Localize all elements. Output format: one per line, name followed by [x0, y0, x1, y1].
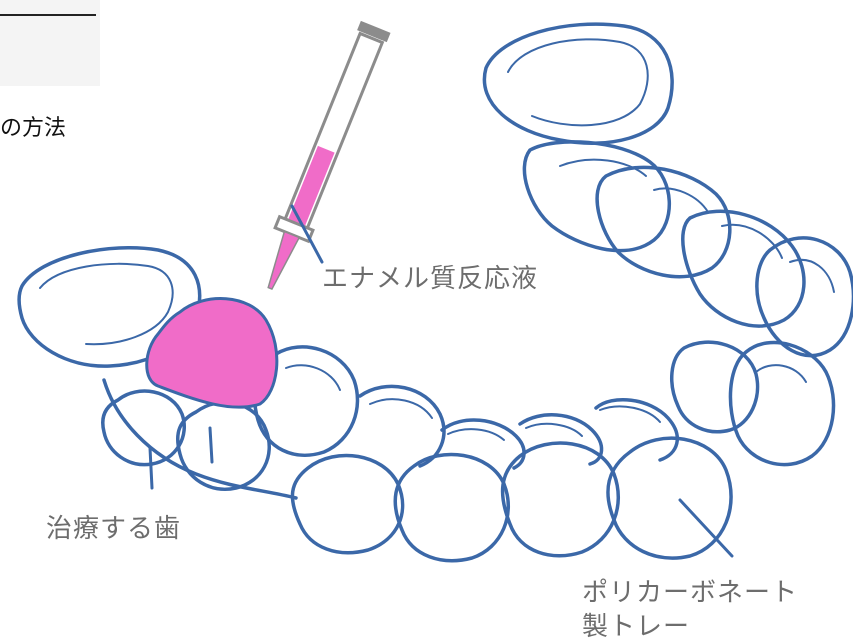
lateral-right: [672, 342, 758, 432]
incisor-left-1: [395, 454, 508, 560]
incisor-right-1: [503, 443, 619, 556]
premolar-left: [178, 402, 270, 489]
incisor-left-2: [292, 455, 402, 552]
syringe: [253, 20, 392, 295]
premolar-right-1: [757, 238, 853, 356]
premolar-left-back: [103, 391, 184, 465]
leader-line-tooth-2: [210, 428, 212, 462]
leader-line-tooth-1: [150, 448, 152, 488]
molar-upper-4: [683, 211, 804, 326]
canine-right: [730, 343, 833, 465]
molar-upper-3: [597, 167, 730, 276]
treated-tooth-label: 治療する歯: [46, 508, 181, 545]
solution-label: エナメル質反応液: [322, 258, 538, 295]
tray-label-line2: 製トレー: [582, 606, 690, 643]
tray-label-line1: ポリカーボネート: [582, 572, 798, 609]
